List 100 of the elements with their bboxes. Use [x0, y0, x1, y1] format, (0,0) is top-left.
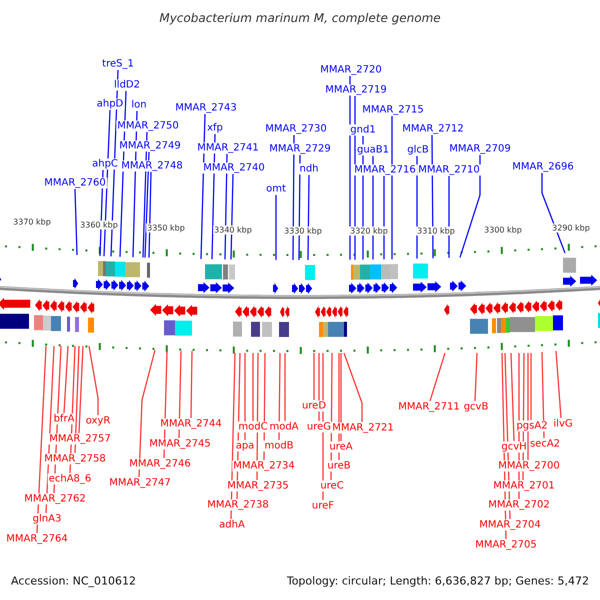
title: Mycobacterium marinum M, complete genome: [158, 11, 442, 25]
leader-line: [474, 352, 478, 402]
leader-line: [36, 346, 47, 534]
gene-label: MMAR_2746: [128, 458, 192, 470]
scale-label: 3360 kbp: [79, 220, 119, 230]
gene-label: ahpD: [96, 98, 124, 110]
gene-label: ureC: [319, 480, 345, 492]
leader-line: [340, 353, 342, 441]
leader-line: [307, 175, 310, 260]
gene-label: guaB1: [356, 144, 390, 156]
gene-label: MMAR_2696: [511, 162, 575, 172]
leader-line: [63, 346, 69, 414]
leader-line: [429, 352, 446, 402]
scale-label: 3290 kbp: [551, 224, 591, 232]
scale-label: 3300 kbp: [483, 226, 523, 234]
gene-label: gnd1: [349, 124, 377, 136]
leader-line: [391, 116, 393, 260]
gene-label: treS_1: [101, 58, 135, 70]
scale-label: 3370 kbp: [12, 218, 52, 226]
leader-line: [74, 188, 78, 256]
gene-label: MMAR_2702: [487, 500, 551, 510]
leader-line: [88, 346, 99, 415]
gene-label: MMAR_2744: [159, 418, 223, 430]
leader-line: [448, 176, 450, 258]
leader-line: [278, 353, 281, 440]
leader-line: [244, 353, 246, 440]
leader-line: [230, 174, 234, 260]
gene-label: MMAR_2710: [417, 164, 481, 176]
gene-label: MMAR_2760: [43, 178, 107, 188]
gene-label: MMAR_2701: [492, 480, 556, 492]
leader-line: [200, 114, 206, 260]
scale-label: 3310 kbp: [416, 226, 456, 236]
scale-label: 3320 kbp: [349, 226, 389, 236]
leader-line: [190, 351, 193, 418]
gene-label: MMAR_2757: [48, 434, 112, 444]
leader-line: [383, 176, 385, 260]
gene-label: apa: [234, 440, 256, 452]
leader-line: [527, 353, 529, 460]
gene-label: MMAR_2750: [116, 120, 180, 132]
gene-label: MMAR_2743: [174, 102, 238, 114]
gene-label: MMAR_2747: [108, 478, 172, 488]
gene-label: ndh: [298, 164, 320, 174]
gene-label: xfp: [206, 122, 224, 134]
gene-label: MMAR_2748: [120, 160, 184, 172]
leader-line: [144, 152, 150, 258]
gene-label: MMAR_2705: [474, 540, 538, 550]
leader-line: [313, 353, 315, 400]
leader-line: [74, 346, 80, 454]
leader-line: [284, 353, 286, 421]
gene-label: MMAR_2740: [202, 162, 266, 174]
gene-label: echA8_6: [48, 474, 92, 484]
gene-label: MMAR_2700: [497, 460, 561, 472]
gene-label: modC: [237, 422, 269, 432]
gene-label: MMAR_2738: [206, 500, 270, 510]
gene-label: ureD: [300, 400, 328, 412]
gene-label: modB: [263, 440, 295, 452]
gene-label: glcB: [406, 144, 430, 156]
gene-label: ahpC: [91, 158, 119, 170]
leader-line: [298, 155, 301, 260]
gene-label: MMAR_2734: [232, 460, 296, 472]
gene-label: gcvB: [462, 402, 490, 412]
footer-text: Topology: circular; Length: 6,636,827 bp; Genes: 5,472: [286, 576, 590, 586]
leader-line: [138, 350, 156, 478]
gene-label: MMAR_2735: [226, 480, 290, 492]
gene-label: ureG: [306, 422, 332, 432]
gene-label: MMAR_2762: [23, 494, 87, 504]
gene-label: lldD2: [113, 80, 141, 90]
leader-line: [541, 173, 566, 254]
gene-label: MMAR_2730: [264, 124, 328, 134]
gene-label: gcvH: [500, 442, 528, 452]
leader-line: [148, 172, 152, 258]
leader-line: [230, 352, 236, 520]
gene-label: MMAR_2745: [148, 438, 212, 450]
gene-label: ureA: [328, 442, 354, 452]
gene-label: MMAR_2764: [5, 534, 69, 544]
scale-label: 3330 kbp: [283, 226, 323, 236]
gene-label: ureF: [310, 500, 336, 512]
gene-label: secA2: [528, 438, 562, 450]
gene-label: MMAR_2749: [118, 140, 182, 152]
leader-line: [343, 352, 363, 422]
leader-line: [555, 350, 562, 418]
footer-text: Accession: NC_010612: [10, 576, 138, 586]
gene-label: MMAR_2719: [324, 84, 388, 96]
gene-label: ureB: [326, 460, 352, 472]
leader-line: [530, 353, 532, 420]
gene-label: MMAR_2715: [361, 104, 425, 116]
gene-label: MMAR_2758: [43, 454, 107, 464]
scale-label: 3340 kbp: [213, 226, 253, 234]
leader-line: [541, 352, 545, 438]
leader-line: [510, 352, 515, 442]
gene-label: MMAR_2712: [401, 124, 465, 134]
scale-label: 3350 kbp: [146, 224, 186, 232]
gene-label: ilvG: [552, 418, 574, 430]
gene-label: MMAR_2721: [331, 422, 395, 434]
gene-label: adhA: [218, 520, 246, 530]
gene-label: MMAR_2704: [478, 520, 542, 530]
gene-label: oxyR: [84, 416, 112, 426]
gene-label: MMAR_2716: [353, 164, 417, 176]
leader-line: [252, 353, 254, 421]
gene-label: omt: [265, 184, 287, 194]
